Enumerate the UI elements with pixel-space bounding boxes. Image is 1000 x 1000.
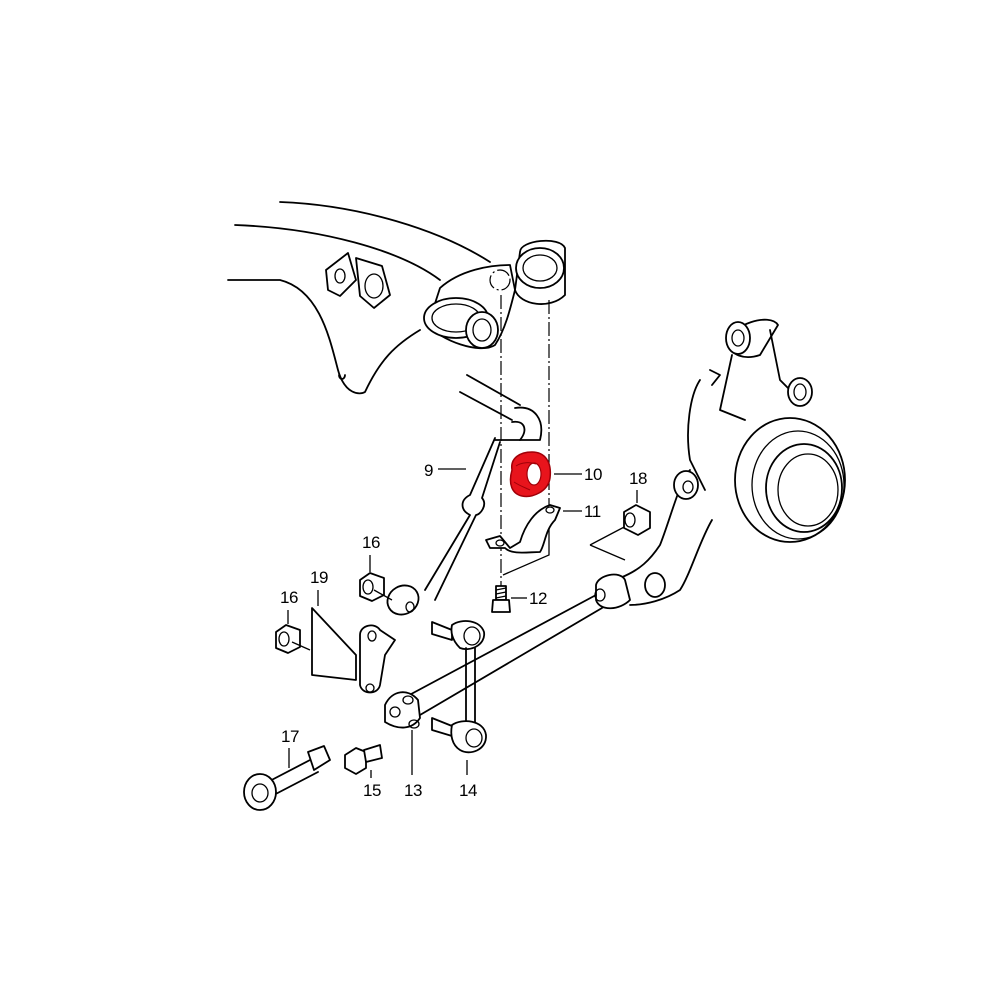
- callout-14: 14: [459, 781, 477, 800]
- leader-lines: [287, 468, 638, 778]
- callout-19: 19: [310, 568, 328, 587]
- callout-18: 18: [629, 469, 647, 488]
- stabilizer-bushing-highlighted[interactable]: [509, 451, 552, 498]
- subframe: [227, 201, 566, 395]
- callout-16-lower: 16: [280, 588, 298, 607]
- clamp-bolt: [491, 585, 511, 613]
- callout-16-upper: 16: [362, 533, 380, 552]
- callout-15: 15: [363, 781, 381, 800]
- bracket-13: [384, 691, 421, 729]
- long-bolt-17: [243, 745, 331, 811]
- nut-16-lower: [275, 624, 311, 654]
- mounting-plate: [311, 607, 396, 694]
- callout-11: 11: [584, 502, 601, 521]
- control-arm-rod: [399, 594, 603, 716]
- nut-18: [623, 504, 651, 536]
- callout-9: 9: [424, 461, 433, 480]
- hex-bolt-15: [344, 744, 383, 775]
- callout-10[interactable]: 10: [584, 465, 602, 484]
- stabilizer-bar: [386, 374, 543, 616]
- steering-knuckle: [589, 318, 846, 610]
- callout-12: 12: [529, 589, 547, 608]
- stabilizer-link: [431, 620, 487, 754]
- bushing-clamp: [485, 504, 561, 554]
- callout-13: 13: [404, 781, 422, 800]
- callout-17: 17: [281, 727, 299, 746]
- nut-16-upper: [359, 572, 393, 602]
